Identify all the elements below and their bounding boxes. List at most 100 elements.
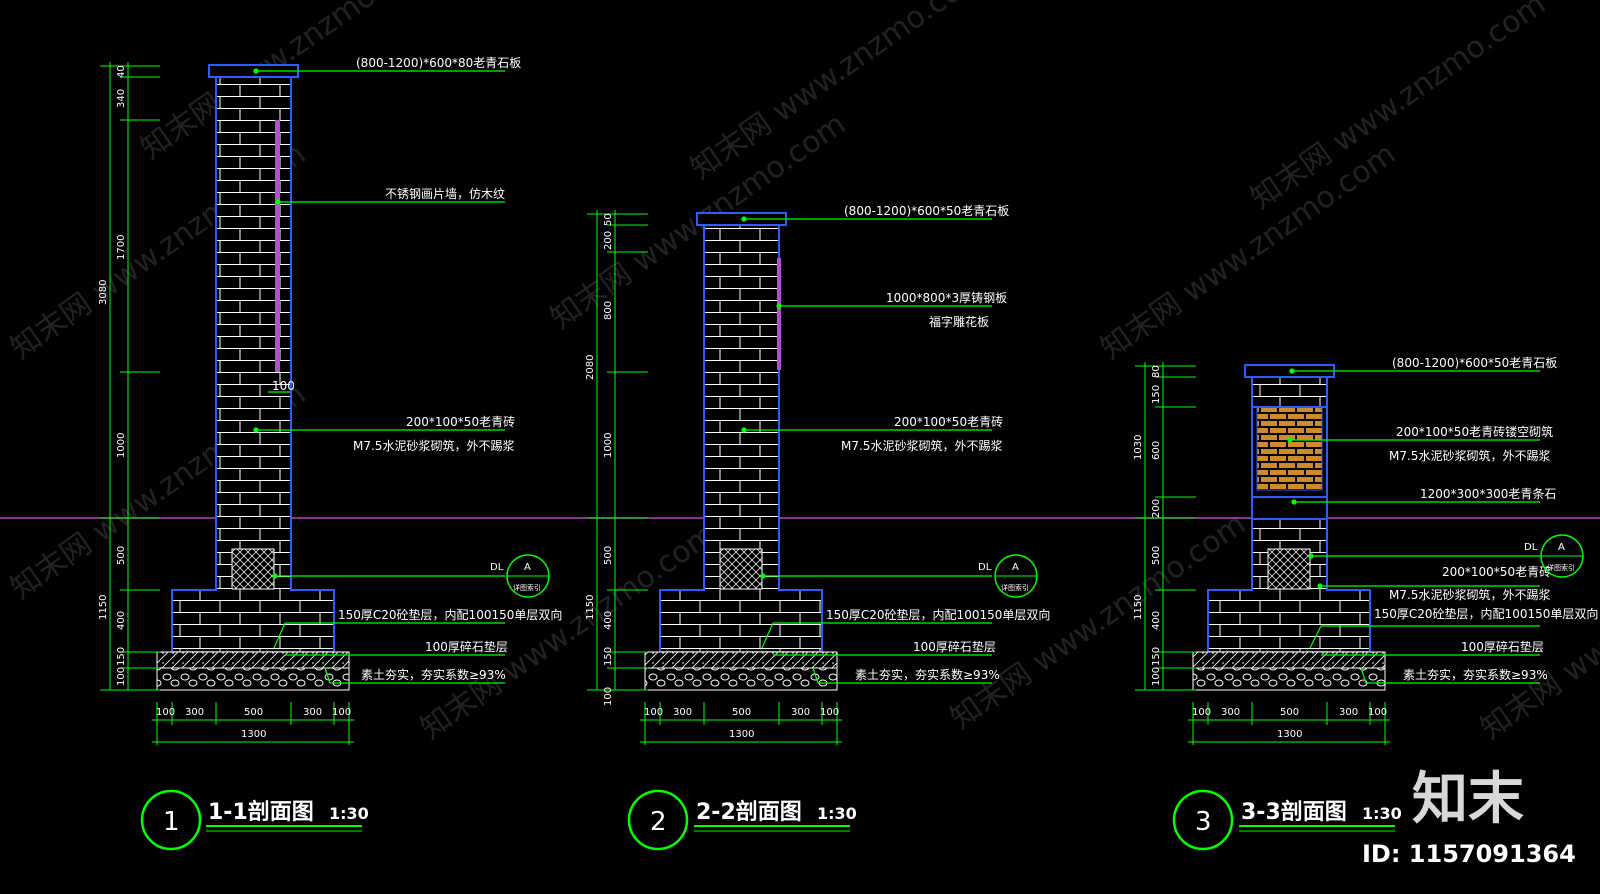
note-mortar: M7.5水泥砂浆砌筑，外不踢浆 — [1389, 587, 1550, 602]
note-brick: 200*100*50老青砖 — [406, 414, 515, 429]
note-soil: 素土夯实，夯实系数≥93% — [855, 667, 1000, 682]
dim-v-100: 100 — [603, 687, 614, 706]
note-concrete: 150厚C20砼垫层，内配100150单层双向 — [338, 607, 562, 622]
dim-v-200: 200 — [603, 231, 614, 250]
note-soil: 素土夯实，夯实系数≥93% — [1403, 667, 1548, 682]
dim-v-40: 40 — [116, 65, 127, 78]
dim-h-5: 100 — [332, 707, 351, 718]
bluestone-bar — [1251, 496, 1328, 520]
dim-v-100: 100 — [116, 667, 127, 686]
svg-text:DL: DL — [490, 562, 504, 573]
steel-panel — [275, 120, 280, 372]
dim-h-3: 500 — [1280, 707, 1299, 718]
footing-core — [719, 548, 763, 590]
dim-v-50: 50 — [603, 213, 614, 226]
dim-v-150: 150 — [1151, 385, 1162, 404]
dim-h-5: 100 — [820, 707, 839, 718]
note-mortar: M7.5水泥砂浆砌筑，外不踢浆 — [841, 438, 1002, 453]
dim-v-1700: 1700 — [116, 235, 127, 260]
section-1-1: (800-1200)*600*80老青石板 不锈钢画片墙，仿木纹 100 200… — [98, 56, 562, 851]
section-title-3: 3 3-3剖面图 1:30 — [1172, 789, 1402, 851]
dim-h-4: 300 — [1339, 707, 1358, 718]
dim-total: 1300 — [1277, 729, 1302, 740]
dim-v-1000: 1000 — [603, 433, 614, 458]
note-mortar-upper: M7.5水泥砂浆砌筑，外不踢浆 — [1389, 448, 1550, 463]
note-gravel: 100厚碎石垫层 — [425, 639, 508, 654]
note-panel: 不锈钢画片墙，仿木纹 — [385, 187, 505, 201]
section-number: 3 — [1195, 807, 1212, 837]
note-gravel: 100厚碎石垫层 — [1461, 639, 1544, 654]
svg-text:A: A — [1558, 542, 1565, 553]
note-concrete: 150厚C20砼垫层，内配100150单层双向 — [1374, 606, 1598, 621]
detail-marker: A 详图索引 DL — [490, 554, 550, 598]
section-title-1: 1 1-1剖面图 1:30 — [140, 789, 369, 851]
brick-column-upper — [1251, 376, 1328, 408]
svg-text:详图索引: 详图索引 — [1547, 563, 1575, 572]
dim-v-total-upper: 2080 — [585, 355, 596, 380]
dim-h-2: 300 — [1221, 707, 1240, 718]
dim-v-500: 500 — [603, 546, 614, 565]
dim-total: 1300 — [241, 729, 266, 740]
dim-v-340: 340 — [116, 89, 127, 108]
note-brick: 200*100*50老青砖 — [894, 414, 1003, 429]
brick-column — [703, 224, 780, 593]
section-title: 2-2剖面图 — [696, 799, 802, 825]
dim-h-3: 500 — [244, 707, 263, 718]
dim-v-total-upper: 1030 — [1133, 435, 1144, 460]
dim-v-600: 600 — [1151, 441, 1162, 460]
section-scale: 1:30 — [817, 804, 857, 823]
image-id: ID: 1157091364 — [1362, 840, 1576, 868]
gravel-bed — [156, 667, 350, 691]
section-title-2: 2 2-2剖面图 1:30 — [627, 789, 857, 851]
dim-h-4: 300 — [303, 707, 322, 718]
svg-text:详图索引: 详图索引 — [513, 583, 541, 592]
gravel-bed — [644, 667, 838, 691]
open-brickwork — [1256, 406, 1323, 491]
dim-v-100: 100 — [1151, 667, 1162, 686]
watermark-text: 知末网 www.znzmo.com — [685, 0, 993, 187]
dim-v-80: 80 — [1151, 365, 1162, 378]
dim-h-1: 100 — [156, 707, 175, 718]
note-panel-width: 100 — [272, 379, 295, 393]
svg-text:DL: DL — [978, 562, 992, 573]
note-cap: (800-1200)*600*80老青石板 — [356, 56, 521, 70]
note-plate-carving: 福字雕花板 — [929, 314, 989, 329]
section-scale: 1:30 — [329, 804, 369, 823]
section-number: 1 — [163, 807, 180, 837]
note-gravel: 100厚碎石垫层 — [913, 639, 996, 654]
dim-v-total-lower: 1150 — [585, 595, 596, 620]
svg-text:A: A — [1012, 562, 1019, 573]
dim-v-total-upper: 3080 — [98, 280, 109, 305]
dim-h-1: 100 — [1192, 707, 1211, 718]
note-brick: 200*100*50老青砖 — [1442, 564, 1551, 579]
note-cap: (800-1200)*600*50老青石板 — [844, 204, 1009, 218]
note-plate: 1000*800*3厚铸钢板 — [886, 290, 1007, 305]
steel-plate — [777, 258, 781, 370]
note-cap: (800-1200)*600*50老青石板 — [1392, 356, 1557, 370]
dim-v-150: 150 — [116, 647, 127, 666]
dim-v-total-lower: 1150 — [98, 595, 109, 620]
dim-v-total-lower: 1150 — [1133, 595, 1144, 620]
dim-v-500: 500 — [116, 546, 127, 565]
section-2-2: (800-1200)*600*50老青石板 1000*800*3厚铸钢板 福字雕… — [585, 204, 1050, 851]
dim-v-1000: 1000 — [116, 433, 127, 458]
section-3-3: (800-1200)*600*50老青石板 200*100*50老青砖镂空砌筑 … — [1133, 356, 1598, 851]
note-mortar: M7.5水泥砂浆砌筑，外不踢浆 — [353, 438, 514, 453]
watermark-text: 知末网 www.znzmo.com — [1245, 0, 1553, 217]
detail-marker: A 详图索引 DL — [1524, 534, 1584, 578]
dim-total: 1300 — [729, 729, 754, 740]
svg-text:DL: DL — [1524, 542, 1538, 553]
dim-h-4: 300 — [791, 707, 810, 718]
dim-v-150b: 150 — [1151, 647, 1162, 666]
note-bluestone: 1200*300*300老青条石 — [1420, 487, 1556, 501]
dim-h-3: 500 — [732, 707, 751, 718]
dim-v-400: 400 — [116, 611, 127, 630]
footing-core — [1267, 548, 1311, 590]
dim-v-400: 400 — [1151, 611, 1162, 630]
section-scale: 1:30 — [1362, 804, 1402, 823]
dim-h-1: 100 — [644, 707, 663, 718]
svg-text:详图索引: 详图索引 — [1001, 583, 1029, 592]
note-open-brick: 200*100*50老青砖镂空砌筑 — [1396, 424, 1553, 439]
dim-h-5: 100 — [1368, 707, 1387, 718]
